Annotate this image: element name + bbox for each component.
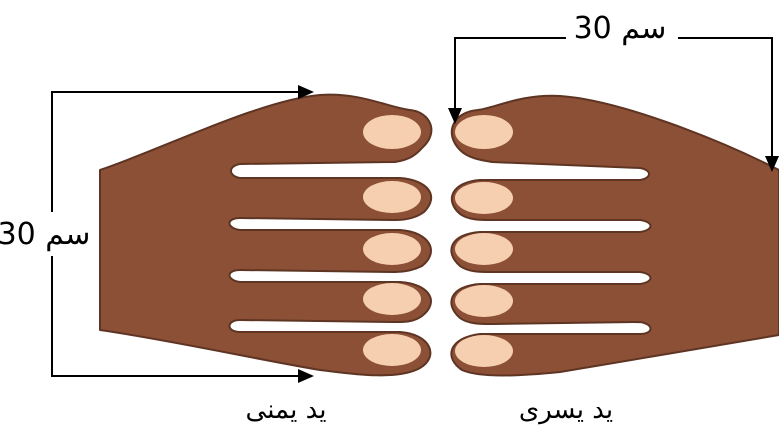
right-little-nail (363, 334, 421, 366)
left-ring-nail (455, 285, 513, 317)
top-dimension-label: 30 سم (574, 11, 667, 46)
left-hand (451, 96, 779, 376)
left-little-nail (455, 335, 513, 367)
left-index-nail (455, 182, 513, 214)
left-middle-nail (455, 233, 513, 265)
right-ring-nail (363, 283, 421, 315)
right-index-nail (363, 181, 421, 213)
left-thumb-nail (455, 115, 513, 149)
left-hand-label: يد يسرى (519, 395, 613, 425)
right-hand-label: يد يمنى (246, 395, 327, 425)
left-dimension-label: 30 سم (0, 217, 90, 252)
right-middle-nail (363, 233, 421, 265)
right-hand (100, 95, 431, 376)
left-bracket-bottom-arrowhead (298, 369, 314, 383)
right-thumb-nail (363, 115, 421, 149)
